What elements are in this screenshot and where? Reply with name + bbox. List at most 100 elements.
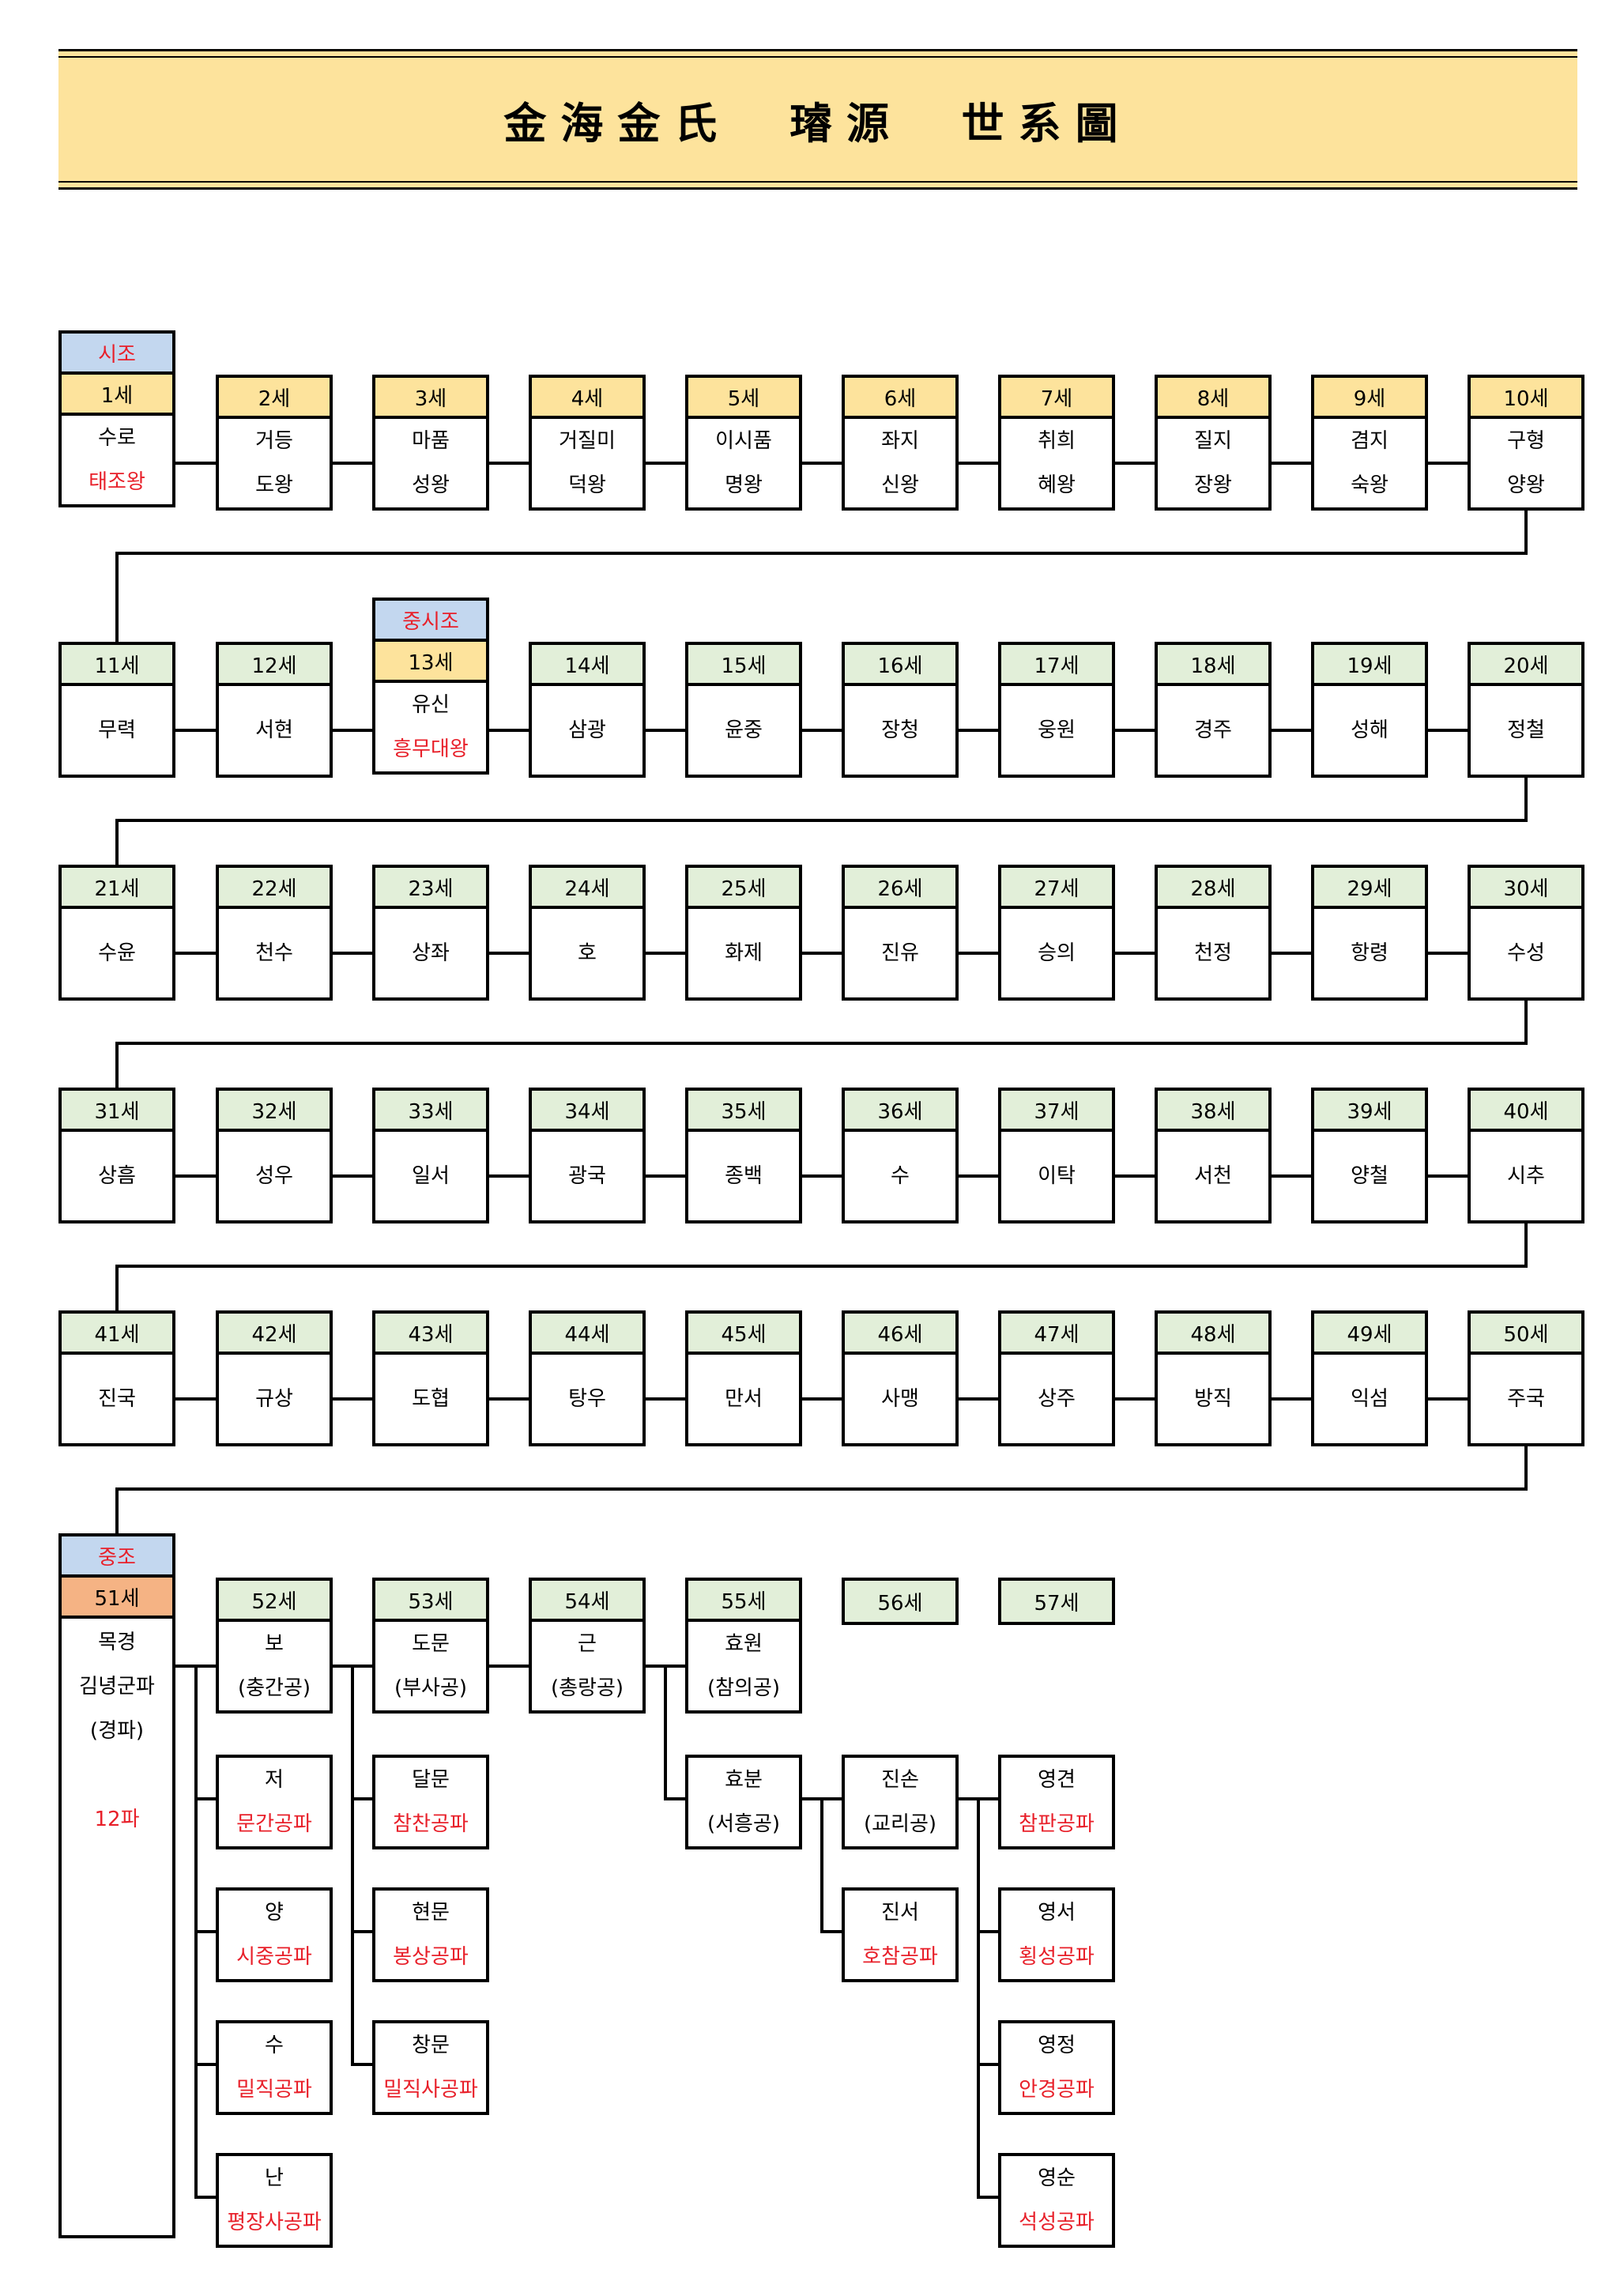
generation-label: 41세 [62, 1314, 172, 1355]
name-line: 항령 [1351, 941, 1389, 965]
generation-label: 33세 [375, 1091, 486, 1132]
name-line: 진유 [881, 941, 919, 965]
generation-label: 19세 [1314, 645, 1425, 686]
name-line: 화제 [725, 941, 763, 965]
name-line: 보 [265, 1632, 284, 1656]
name-line: 참찬공파 [393, 1812, 469, 1836]
person-name-block: 서천 [1158, 1132, 1268, 1220]
generation-label: 47세 [1001, 1314, 1112, 1355]
name-line: 양 [265, 1901, 284, 1925]
person-box-n56: 56세 [842, 1578, 959, 1625]
name-line: 명왕 [725, 473, 763, 497]
generation-label: 27세 [1001, 868, 1112, 909]
name-line: 익섬 [1351, 1387, 1389, 1411]
person-name-block: 양철 [1314, 1132, 1425, 1220]
generation-label: 중조 [62, 1536, 172, 1578]
name-line: 장왕 [1194, 473, 1232, 497]
generation-label: 12세 [219, 645, 330, 686]
generation-label: 24세 [532, 868, 642, 909]
person-name-block: 화제 [688, 909, 799, 997]
name-line: 서천 [1194, 1164, 1232, 1188]
generation-label: 18세 [1158, 645, 1268, 686]
generation-label: 28세 [1158, 868, 1268, 909]
name-line: 흥무대왕 [393, 737, 469, 761]
generation-label: 42세 [219, 1314, 330, 1355]
person-name-block: 사맹 [845, 1355, 955, 1443]
name-line: 수성 [1507, 941, 1545, 965]
name-line: 양철 [1351, 1164, 1389, 1188]
person-name-block: 규상 [219, 1355, 330, 1443]
name-line: 참판공파 [1019, 1812, 1095, 1836]
generation-label: 43세 [375, 1314, 486, 1355]
name-line: 저 [265, 1768, 284, 1792]
name-line: 영순 [1038, 2166, 1076, 2190]
name-line: 서현 [255, 718, 293, 742]
person-name-block: 성해 [1314, 686, 1425, 775]
name-line: (경파) [89, 1719, 145, 1743]
name-line: 취희 [1038, 429, 1076, 453]
person-name-block: 광국 [532, 1132, 642, 1220]
name-line: 숙왕 [1351, 473, 1389, 497]
name-line: 주국 [1507, 1387, 1545, 1411]
person-box-n57: 57세 [998, 1578, 1115, 1625]
name-line: 진서 [881, 1901, 919, 1925]
name-line: 영서 [1038, 1901, 1076, 1925]
name-line: 진손 [881, 1768, 919, 1792]
name-line: 규상 [255, 1387, 293, 1411]
person-name-block: 도협 [375, 1355, 486, 1443]
name-line: 창문 [412, 2034, 450, 2057]
name-line: 장청 [881, 718, 919, 742]
person-name-block: 상주 [1001, 1355, 1112, 1443]
generation-label: 4세 [532, 378, 642, 419]
name-line: 탕우 [568, 1387, 606, 1411]
person-name-block: 윤중 [688, 686, 799, 775]
name-line: 수로 [98, 426, 136, 450]
generation-label: 2세 [219, 378, 330, 419]
person-name-block: 보(충간공) [219, 1622, 330, 1710]
name-line: 문간공파 [236, 1812, 312, 1836]
generation-label: 50세 [1471, 1314, 1581, 1355]
title-banner: 金海金氏 璿源 世系圖 [58, 49, 1577, 190]
generation-label: 3세 [375, 378, 486, 419]
name-line: 성우 [255, 1164, 293, 1188]
generation-label: 36세 [845, 1091, 955, 1132]
person-name-block: 주국 [1471, 1355, 1581, 1443]
generation-label: 22세 [219, 868, 330, 909]
generation-label: 30세 [1471, 868, 1581, 909]
name-line: 성해 [1351, 718, 1389, 742]
name-line: 신왕 [881, 473, 919, 497]
name-line: 천정 [1194, 941, 1232, 965]
generation-label: 46세 [845, 1314, 955, 1355]
